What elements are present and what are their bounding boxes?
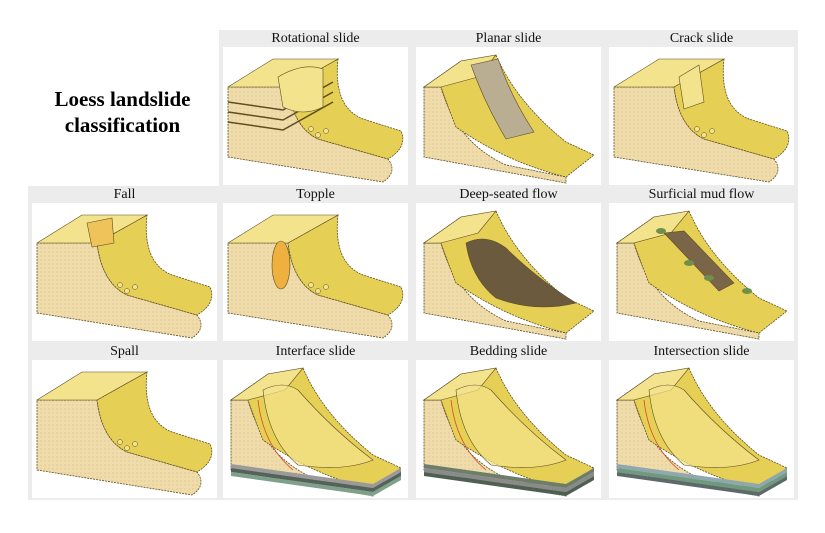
panel-title: Bedding slide [469,344,548,359]
block-diagram [615,210,788,340]
block-diagram [35,371,213,496]
plateau-top [423,210,497,244]
slide-mass [648,384,760,468]
slip-surface [257,399,294,471]
panel-illustration [416,47,601,185]
rock-layer [424,464,594,488]
title-line-2: classification [64,113,181,137]
rock-layer [231,464,401,488]
toppling-column [271,240,291,290]
plateau-top [35,371,149,401]
flow-deposit [465,238,577,308]
mud-flow-track [663,230,735,292]
debris [117,439,123,445]
panel-illustration [32,203,217,341]
block-diagram [615,367,788,497]
block-diagram [422,367,595,497]
debris [132,284,138,290]
panel-illustration [223,360,408,498]
panel-title: Intersection slide [653,344,750,359]
panel-planar: Planar slide [412,30,605,187]
panel-illustration [609,203,794,341]
panel-title: Interface slide [275,344,356,359]
panel-illustration [416,203,601,341]
plateau-top [226,214,340,244]
debris [315,288,321,294]
slide-mass [262,384,374,468]
rotated-block [277,66,324,113]
diagram-title: Loess landslide classification [30,86,215,138]
rock-layer [424,468,594,492]
plateau-top [616,210,690,244]
panel-illustration [609,360,794,498]
rock-layer [231,472,401,496]
panel-illustration [609,47,794,185]
plateau-top [226,58,340,88]
rock-layer [231,468,401,492]
slip-surface [450,399,487,471]
panel-bedding: Bedding slide [412,343,605,500]
debris [308,282,314,288]
panel-mudflow: Surficial mud flow [605,186,798,343]
bush [742,288,752,294]
panel-title: Spall [110,344,139,359]
panel-rotational: Rotational slide [219,30,412,187]
panel-illustration [223,203,408,341]
plateau-top [612,58,726,88]
block-diagram [35,214,213,339]
panel-spall: Spall [28,343,221,500]
panel-illustration [32,360,217,498]
block-diagram [422,54,595,184]
panel-topple: Topple [219,186,412,343]
debris [117,282,123,288]
bush [704,275,714,281]
slide-mass [455,384,567,468]
plateau-top [423,367,497,401]
block-diagram [612,58,790,183]
plateau-top [616,367,690,401]
debris [709,128,715,134]
block-diagram [422,210,595,340]
rock-layer [617,468,787,492]
panel-title: Deep-seated flow [459,187,558,202]
rock-layer [424,472,594,496]
block-diagram [229,367,402,497]
debris [132,441,138,447]
block-diagram [226,214,404,339]
panel-interface: Interface slide [219,343,412,500]
debris [124,445,130,451]
slip-surface [643,399,680,471]
panel-crack: Crack slide [605,30,798,187]
panel-title: Topple [296,187,335,202]
cracked-block [678,64,705,110]
bush [656,228,666,234]
panel-title: Fall [113,187,136,202]
plateau-top [230,367,304,401]
debris [323,284,329,290]
soil-stripe [227,101,334,131]
panel-title: Planar slide [475,31,542,46]
panel-intersection: Intersection slide [605,343,798,500]
rock-layer [617,464,787,488]
block-diagram [226,58,404,183]
panel-title: Surficial mud flow [648,187,755,202]
falling-block [86,217,115,248]
debris [323,128,329,134]
panel-illustration [223,47,408,185]
slide-slab [470,58,535,140]
rock-layer [617,472,787,496]
panel-illustration [416,360,601,498]
panel-deepflow: Deep-seated flow [412,186,605,343]
debris [124,288,130,294]
panel-fall: Fall [28,186,221,343]
panel-title: Rotational slide [271,31,360,46]
debris [308,126,314,132]
panel-title: Crack slide [669,31,734,46]
debris [694,126,700,132]
debris [315,132,321,138]
title-line-1: Loess landslide [54,87,191,111]
bush [684,260,694,266]
debris [701,132,707,138]
